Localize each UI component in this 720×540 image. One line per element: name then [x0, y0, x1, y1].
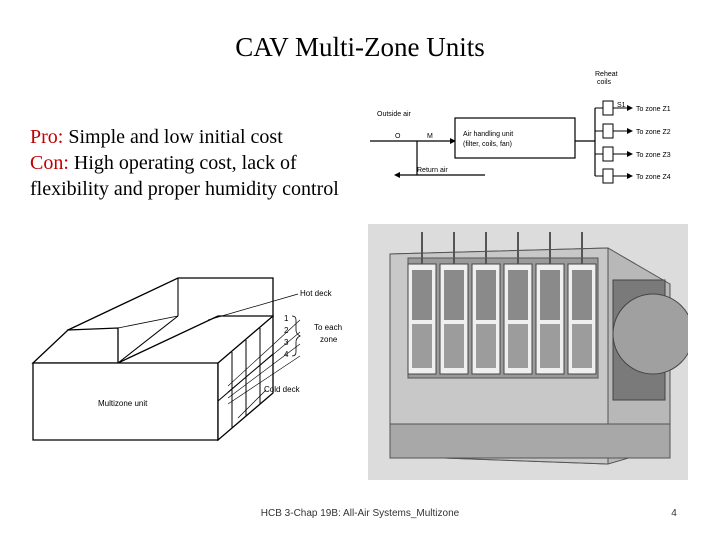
s1-label: S1 — [617, 102, 626, 109]
outside-air-arrow — [450, 138, 456, 144]
pro-text: Simple and low initial cost — [63, 126, 283, 148]
con-bullet: Con: High operating cost, lack of flexib… — [30, 150, 360, 202]
zone-label-1: To zone Z1 — [636, 106, 671, 113]
con-text: High operating cost, lack of flexibility… — [30, 152, 339, 200]
reheat-coil-2 — [602, 123, 614, 139]
o-label: O — [395, 133, 401, 140]
reheat-coil-1 — [602, 100, 614, 116]
zone-label-3: To zone Z3 — [636, 152, 671, 159]
pro-bullet: Pro: Simple and low initial cost — [30, 124, 360, 150]
return-air-arrow — [394, 172, 400, 178]
zone-number-4: 4 — [284, 350, 289, 359]
air-handling-unit — [454, 117, 576, 159]
page-number: 4 — [671, 508, 677, 519]
pro-label: Pro: — [30, 126, 64, 148]
m-label: M — [427, 133, 433, 140]
outside-air-label: Outside air — [377, 111, 412, 118]
system-schematic: Reheat coils Outside air O M C S1 Air ha… — [370, 71, 671, 184]
multizone-unit-label: Multizone unit — [98, 399, 148, 408]
ahu-line1: Air handling unit — [463, 131, 513, 138]
zone-number-1: 1 — [284, 314, 289, 323]
con-label: Con: — [30, 152, 69, 174]
zone-brace — [291, 315, 301, 357]
damper-frames — [407, 263, 597, 375]
ahu-line2: (filter, coils, fan) — [463, 141, 512, 148]
cold-deck-label: Cold deck — [264, 385, 301, 394]
reheat-coil-4 — [602, 168, 614, 184]
reheat-coils-label: Reheat coils — [595, 71, 620, 86]
damper-shafts — [421, 232, 583, 264]
return-air-label: Return air — [417, 167, 448, 174]
zone-label-2: To zone Z2 — [636, 129, 671, 136]
unit-base — [389, 423, 671, 459]
unit-step-face — [31, 327, 119, 364]
multizone-unit-drawing: Hot deck 1 2 3 4 To each zone Cold deck … — [31, 277, 344, 442]
zone-number-3: 3 — [284, 338, 289, 347]
reheat-coil-3 — [602, 146, 614, 162]
multizone-unit-photo — [368, 224, 688, 480]
to-each-zone-label: To each zone — [314, 323, 344, 344]
pros-cons-list: Pro: Simple and low initial cost Con: Hi… — [30, 124, 360, 202]
slide-footer: HCB 3-Chap 19B: All-Air Systems_Multizon… — [260, 508, 460, 519]
reheat-coils-text: Reheat — [595, 71, 618, 78]
zone-branches: To zone Z1 To zone Z2 To zone Z3 To zone… — [595, 100, 671, 184]
zone-number-2: 2 — [284, 326, 289, 335]
zone-label-4: To zone Z4 — [636, 174, 671, 181]
hot-deck-label: Hot deck — [300, 289, 333, 298]
fan-housing — [612, 293, 688, 375]
slide-title: CAV Multi-Zone Units — [235, 32, 485, 62]
